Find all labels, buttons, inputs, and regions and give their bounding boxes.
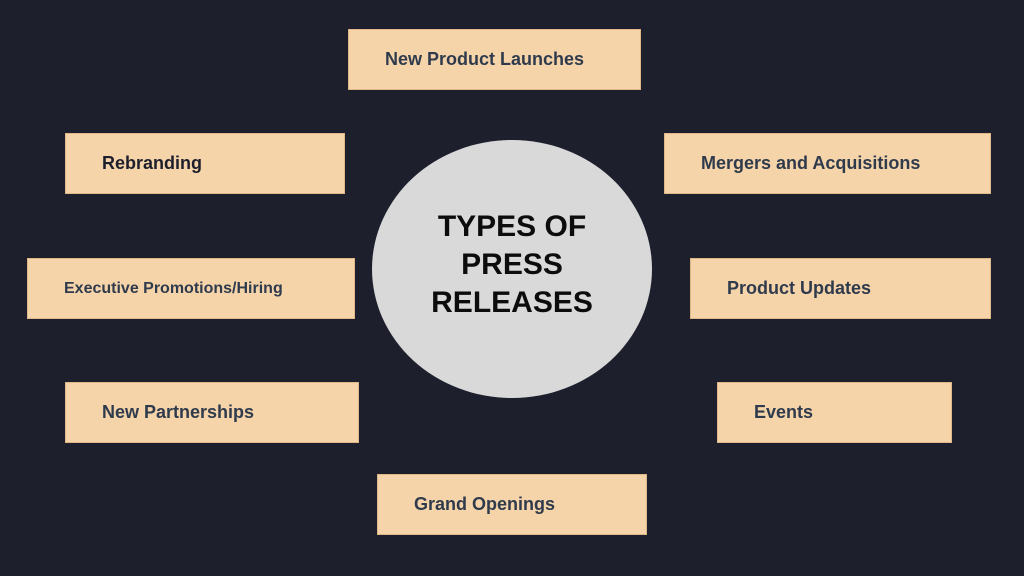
type-label: Product Updates xyxy=(727,278,872,298)
type-box-new-product-launches: New Product Launches xyxy=(348,29,641,90)
type-label: New Partnerships xyxy=(102,402,255,422)
type-label: Rebranding xyxy=(102,153,203,173)
type-box-product-updates: Product Updates xyxy=(690,258,991,319)
type-box-executive-promotions: Executive Promotions/Hiring xyxy=(27,258,355,319)
type-label: Grand Openings xyxy=(414,494,556,514)
type-box-mergers-and-acquisitions: Mergers and Acquisitions xyxy=(664,133,991,194)
type-label: Executive Promotions/Hiring xyxy=(64,279,283,297)
center-title: TYPES OF PRESS RELEASES xyxy=(431,210,593,319)
type-box-events: Events xyxy=(717,382,952,443)
type-box-rebranding: Rebranding xyxy=(65,133,345,194)
type-label: Mergers and Acquisitions xyxy=(701,153,921,173)
type-box-new-partnerships: New Partnerships xyxy=(65,382,359,443)
center-circle: TYPES OF PRESS RELEASES xyxy=(372,140,652,398)
type-label: Events xyxy=(754,402,814,422)
type-box-grand-openings: Grand Openings xyxy=(377,474,647,535)
type-label: New Product Launches xyxy=(385,49,585,69)
